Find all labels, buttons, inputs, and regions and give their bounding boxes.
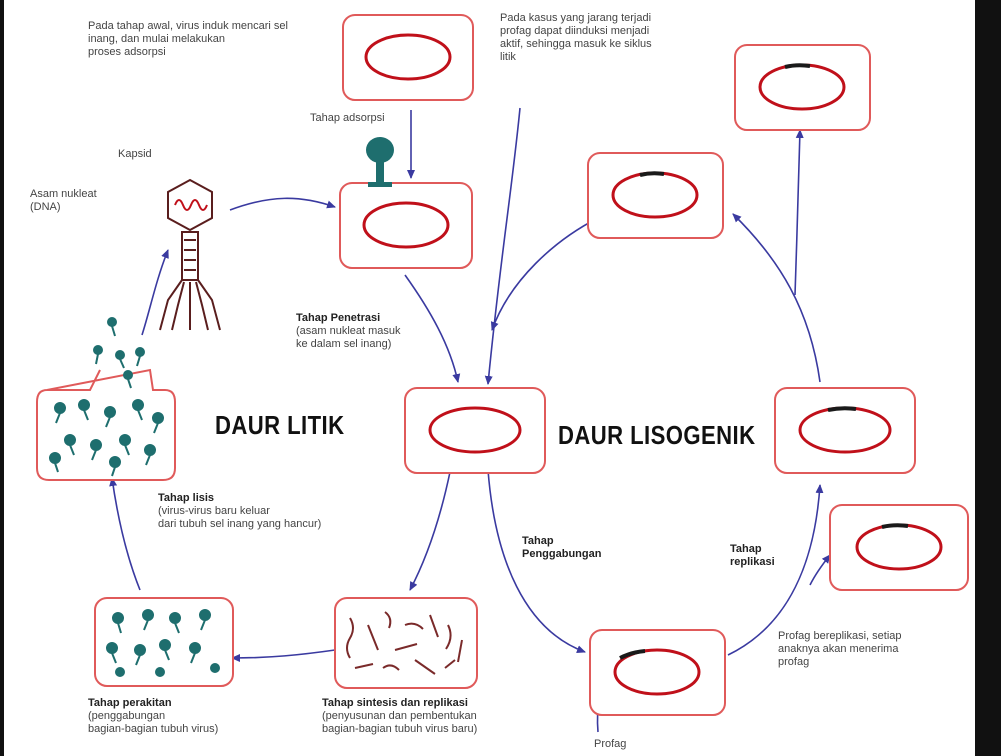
- label-synthesis: Tahap sintesis dan replikasi(penyusunan …: [322, 697, 478, 735]
- label-initial: Pada tahap awal, virus induk mencari sel…: [88, 20, 288, 58]
- arrow-assembly-to-lysis: [109, 477, 141, 591]
- assembled-viruses: [106, 609, 220, 677]
- arrow-induction: [484, 107, 521, 385]
- arrow-to-replicated: [809, 554, 831, 586]
- arrow-lysis-to-phage: [141, 249, 169, 336]
- arrow-right-up-to-topright: [794, 129, 804, 296]
- arrow-center-to-integration: [487, 469, 586, 653]
- label-adsorption: Tahap adsorpsi: [310, 112, 385, 124]
- label-capsid: Kapsid: [118, 148, 152, 160]
- arrow-phage-to-cell: [229, 197, 336, 211]
- cycle-arrows: [109, 107, 831, 733]
- host-cells: [36, 14, 969, 716]
- dna-center: [428, 406, 522, 454]
- released-viruses: [49, 317, 164, 477]
- dna-initial: [364, 33, 452, 81]
- arrow-center-to-synthesis: [409, 471, 451, 591]
- arrow-synthesis-to-assembly: [231, 649, 336, 662]
- cell-integration: [589, 629, 726, 716]
- cell-lysogen-top: [587, 152, 724, 239]
- cell-synthesis: [334, 597, 478, 689]
- cell-topright: [734, 44, 871, 131]
- dna-rings: [362, 33, 943, 696]
- arrow-lysogen-to-center: [490, 217, 599, 331]
- label-nucleic-acid: Asam nukleat(DNA): [30, 188, 97, 213]
- label-prophage: Profag: [594, 738, 627, 750]
- left-edge-bar: [0, 0, 4, 756]
- dna-integration: [613, 648, 701, 696]
- cell-adsorption: [339, 182, 473, 269]
- synthesis-fragments: [346, 611, 463, 675]
- adsorbing-virus-icon: [366, 137, 394, 187]
- cell-replicated: [829, 504, 969, 591]
- cell-center: [404, 387, 546, 474]
- right-edge-bar: [975, 0, 1001, 756]
- arrow-penetration: [404, 274, 461, 383]
- bacteriophage-icon: [159, 178, 221, 331]
- arrow-integration-to-right: [727, 484, 824, 656]
- cell-right: [774, 387, 916, 474]
- cell-initial: [342, 14, 474, 101]
- arrow-right-to-top: [732, 213, 821, 383]
- dna-adsorption: [362, 201, 450, 249]
- title-lytic-cycle: DAUR LITIK: [215, 410, 345, 440]
- prophage-segments: [619, 63, 909, 660]
- title-lysogenic-cycle: DAUR LISOGENIK: [558, 420, 756, 450]
